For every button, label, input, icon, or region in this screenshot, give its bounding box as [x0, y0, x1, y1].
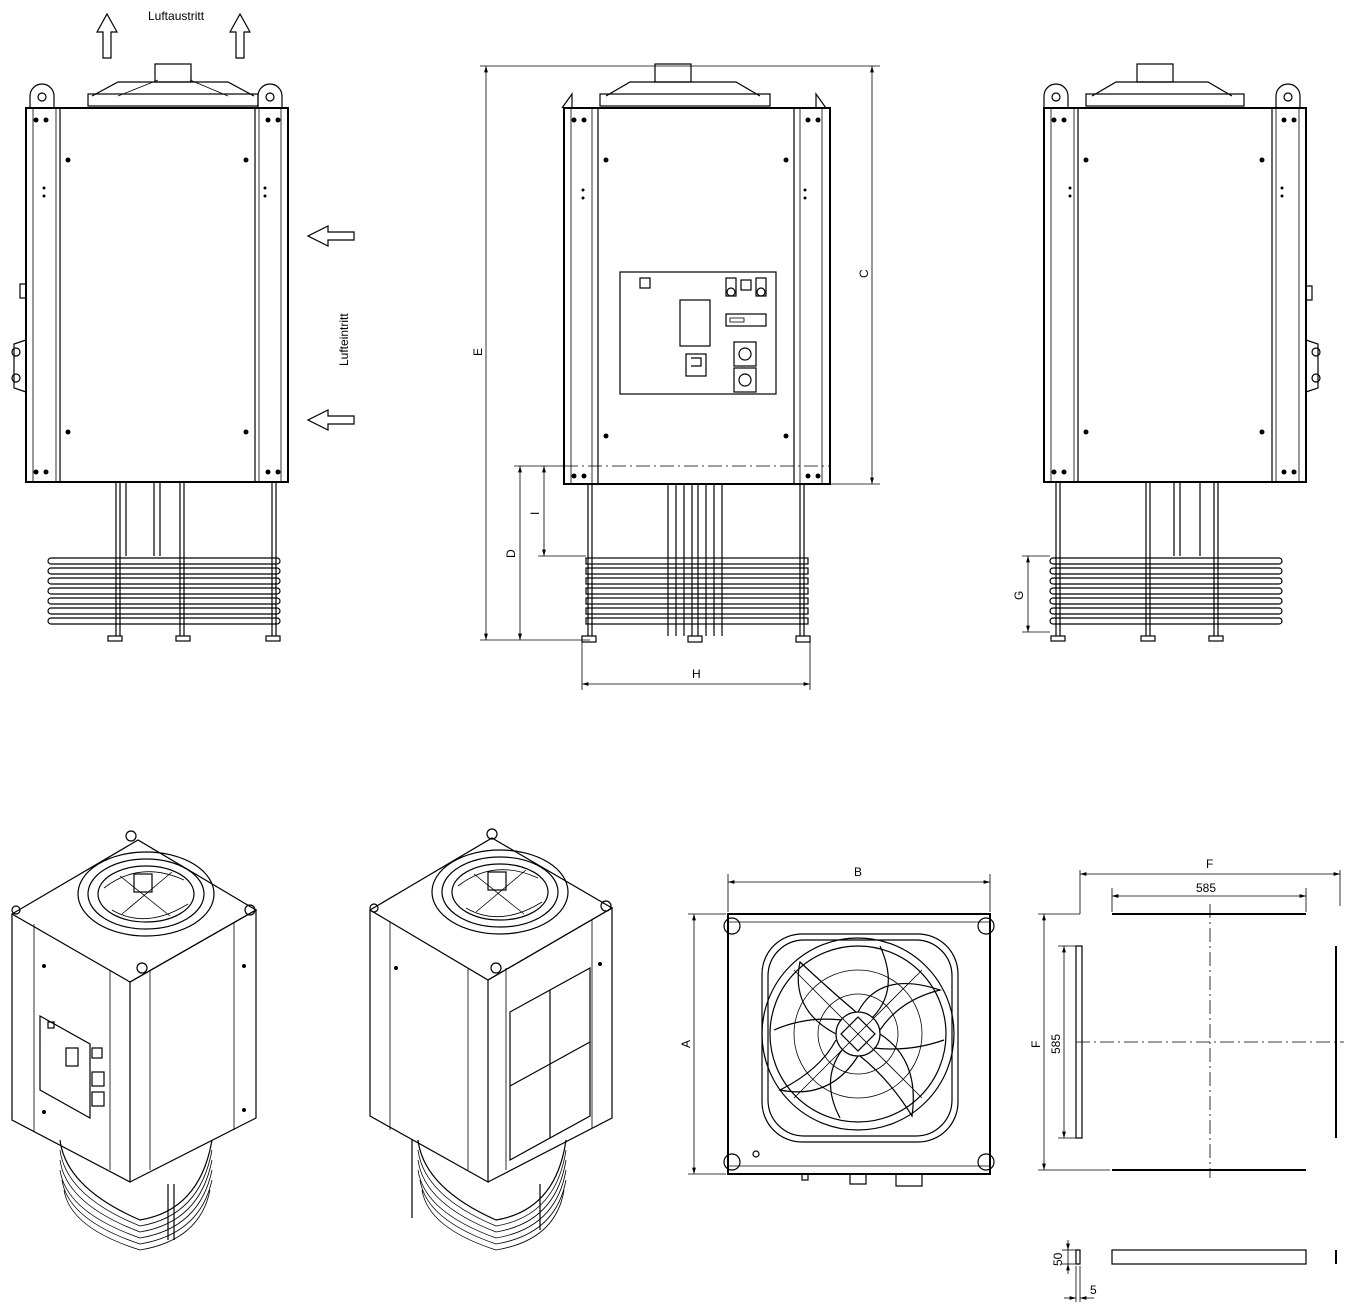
air-inlet-arrow: [306, 225, 355, 431]
right-side-view: G: [1012, 63, 1321, 642]
dim-5-label: 5: [1090, 1283, 1097, 1297]
air-filter-grid: [509, 966, 591, 1162]
footprint-view: F 585 F 585 50 5: [1029, 857, 1344, 1302]
dim-D-label: D: [504, 549, 518, 558]
fan-icon: [761, 937, 955, 1131]
isometric-view-front: [10, 830, 258, 1251]
coil: [585, 557, 809, 625]
dim-E-label: E: [471, 348, 485, 356]
dim-F-top-label: F: [1206, 857, 1213, 871]
left-side-view: Luftaustritt: [11, 9, 355, 642]
dimension-lines: [480, 65, 880, 690]
dim-H-label: H: [692, 667, 701, 681]
air-outlet-arrow: [95, 12, 252, 59]
air-outlet-label: Luftaustritt: [148, 9, 205, 23]
dim-C-label: C: [857, 269, 871, 278]
dim-A-label: A: [679, 1040, 693, 1048]
dim-I-label: I: [528, 512, 542, 515]
dim-50-label: 50: [1051, 1252, 1065, 1266]
control-panel: [619, 271, 777, 395]
dim-585-top-label: 585: [1196, 881, 1216, 895]
dim-F-side-label: F: [1029, 1041, 1043, 1048]
dim-B-label: B: [854, 865, 862, 879]
coil: [1049, 557, 1283, 625]
dim-585-side-label: 585: [1049, 1034, 1063, 1054]
top-view: B A: [679, 865, 995, 1187]
dim-G-label: G: [1012, 591, 1026, 600]
isometric-view-rear: [368, 828, 614, 1251]
coil: [47, 557, 281, 625]
front-view: E C D I H: [471, 63, 880, 690]
air-inlet-label: Lufteintritt: [337, 313, 351, 366]
